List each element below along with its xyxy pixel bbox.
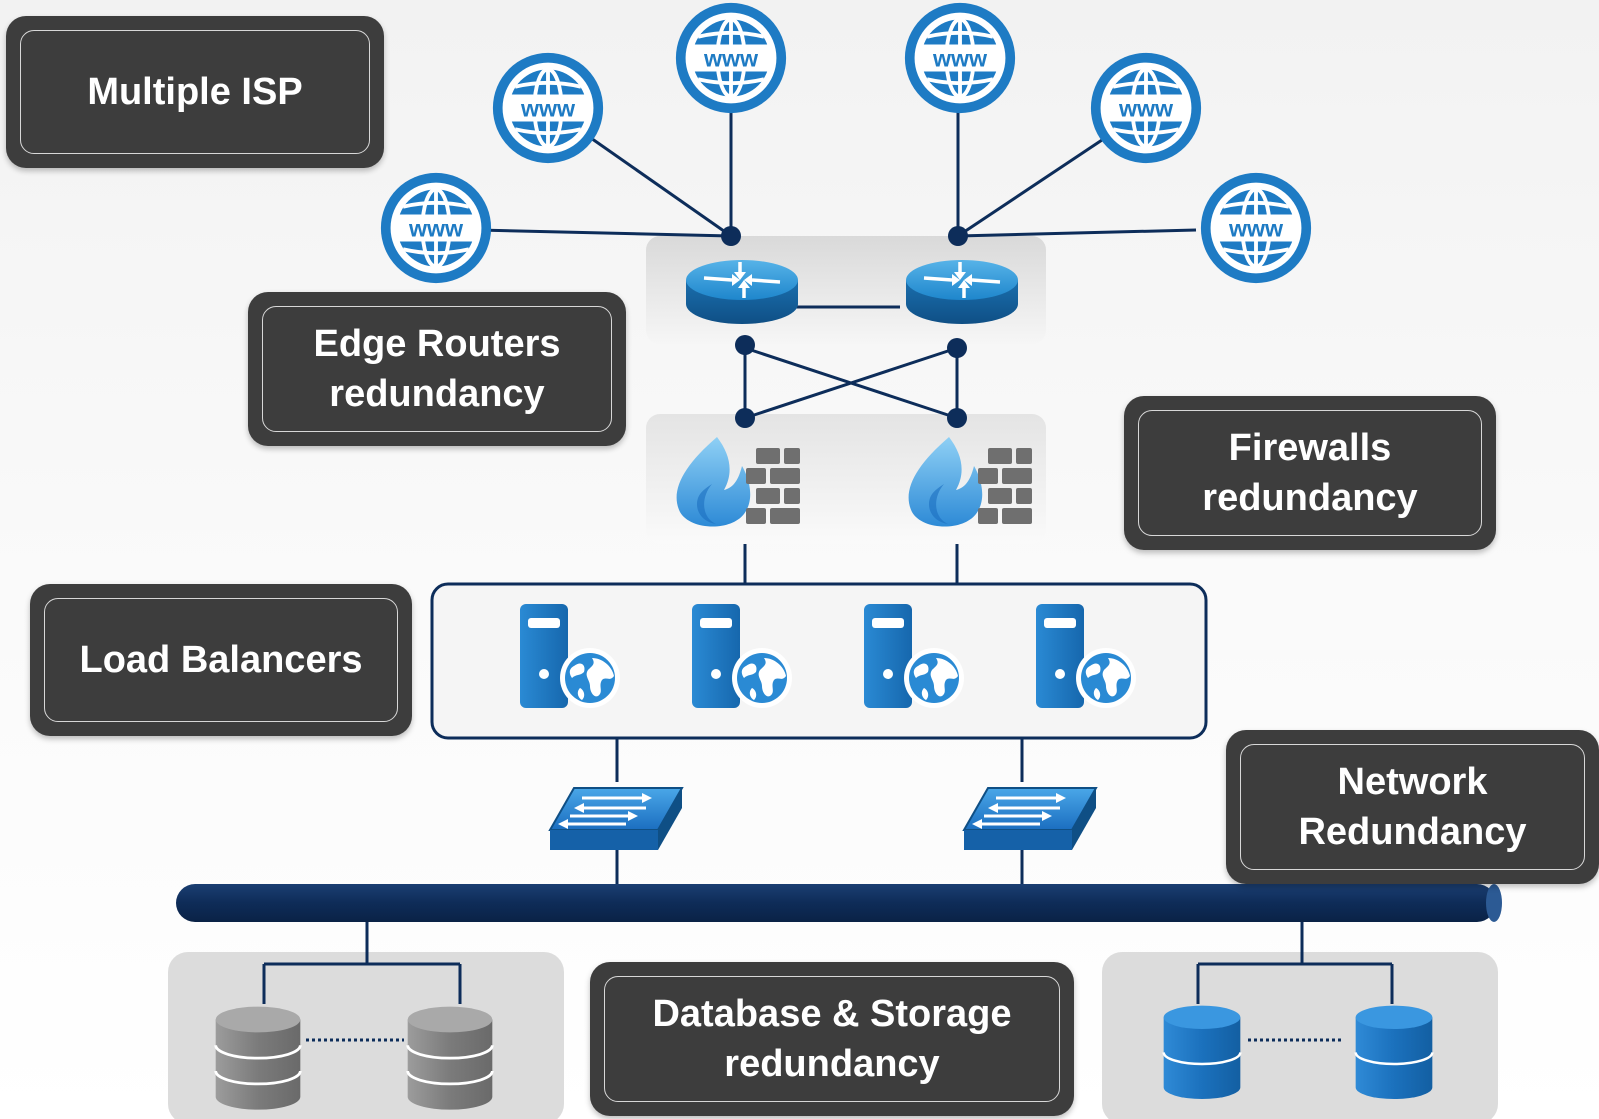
connection-lines bbox=[262, 108, 1394, 1004]
multiple-isp-label: Multiple ISP bbox=[6, 16, 384, 168]
db-storage-panel-right bbox=[1102, 952, 1498, 1119]
network-redundancy-label: Network Redundancy bbox=[1226, 730, 1599, 884]
router-icon bbox=[904, 258, 1020, 326]
database-text-line2: redundancy bbox=[724, 1043, 940, 1085]
switch-icon bbox=[548, 786, 684, 852]
edge-routers-text-line2: redundancy bbox=[329, 373, 545, 415]
router-port-dot bbox=[947, 338, 967, 358]
load-balancers-text: Load Balancers bbox=[79, 639, 363, 681]
router-port-dot bbox=[948, 226, 968, 246]
www-globe-icon bbox=[1198, 170, 1314, 286]
www-globe-icon bbox=[378, 170, 494, 286]
firewalls-text-line1: Firewalls bbox=[1228, 427, 1392, 469]
database-storage-label: Database & Storage redundancy bbox=[590, 962, 1074, 1116]
www-globe-icon bbox=[902, 0, 1018, 116]
database-icon bbox=[406, 1005, 494, 1112]
router-port-dot bbox=[721, 226, 741, 246]
firewall-port-dot bbox=[735, 408, 755, 428]
router-icon bbox=[684, 258, 800, 326]
network-text-line1: Network bbox=[1337, 761, 1488, 803]
edge-routers-text-line1: Edge Routers bbox=[313, 323, 561, 365]
database-icon bbox=[1354, 1004, 1434, 1101]
load-balancers-panel bbox=[430, 582, 1208, 740]
network-text-line2: Redundancy bbox=[1298, 811, 1527, 853]
multiple-isp-text: Multiple ISP bbox=[87, 71, 303, 113]
network-backbone-bus bbox=[176, 884, 1502, 922]
www-globe-icon bbox=[490, 50, 606, 166]
database-text-line1: Database & Storage bbox=[652, 993, 1012, 1035]
firewalls-text-line2: redundancy bbox=[1202, 477, 1418, 519]
connection-dots bbox=[721, 226, 968, 428]
switch-icon bbox=[962, 786, 1098, 852]
firewall-port-dot bbox=[947, 408, 967, 428]
www-globe-icon bbox=[1088, 50, 1204, 166]
router-port-dot bbox=[735, 335, 755, 355]
firewalls-label: Firewalls redundancy bbox=[1124, 396, 1496, 550]
edge-routers-label: Edge Routers redundancy bbox=[248, 292, 626, 446]
database-icon bbox=[1162, 1004, 1242, 1101]
www-globe-icon bbox=[673, 0, 789, 116]
database-icon bbox=[214, 1005, 302, 1112]
load-balancers-label: Load Balancers bbox=[30, 584, 412, 736]
